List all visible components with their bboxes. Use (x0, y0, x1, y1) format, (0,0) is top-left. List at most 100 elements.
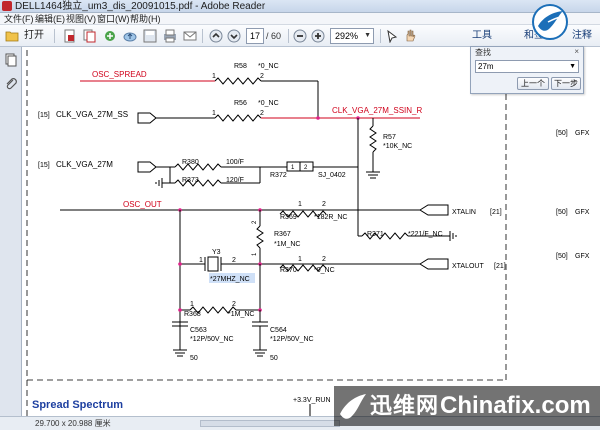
offpage-connector-xtalin (419, 204, 449, 216)
resistor-r56 (214, 114, 262, 122)
ref-c564: C564 (270, 327, 287, 334)
ref-c563: C563 (190, 327, 207, 334)
ref-y3: Y3 (212, 249, 221, 256)
watermark-en: Chinafix.com (440, 392, 591, 419)
find-next-button[interactable]: 下一步 (551, 77, 581, 90)
toolbar: 打开 17 / 60 292% ▼ 工具 和签 (0, 25, 600, 47)
combine-pdf-icon[interactable] (82, 28, 98, 44)
print-icon[interactable] (162, 28, 178, 44)
attachments-paperclip-icon[interactable] (4, 77, 18, 91)
save-icon[interactable] (142, 28, 158, 44)
right-ref-2: [50] (556, 209, 568, 216)
value-c564: *12P/50V_NC (270, 336, 314, 343)
zoom-level-value: 292% (335, 31, 359, 41)
value-c563: *12P/50V_NC (190, 336, 234, 343)
pin-label: 1 (212, 73, 216, 80)
pin-label: 2 (232, 301, 236, 308)
watermark-cn: 迅维网 (370, 393, 440, 418)
zoom-in-icon[interactable] (310, 28, 326, 44)
email-icon[interactable] (182, 28, 198, 44)
window-title: DELL1464独立_um3_dis_20091015.pdf - Adobe … (15, 1, 266, 12)
pages-panel-icon[interactable] (4, 53, 18, 67)
page-total: / 60 (266, 31, 282, 41)
value-r370: *0_NC (314, 267, 335, 274)
pin-label: 2 (252, 220, 258, 224)
menu-window[interactable]: 窗口(W) (97, 14, 130, 24)
open-folder-icon[interactable] (4, 28, 20, 44)
right-label-1: GFX (575, 130, 590, 137)
menu-file[interactable]: 文件(F) (4, 14, 34, 24)
tools-button[interactable]: 工具 (472, 30, 492, 41)
value-r380: 100/F (226, 159, 244, 166)
net-clk-vga-27m-ssin-r: CLK_VGA_27M_SSIN_R (332, 106, 422, 115)
offpage-connector-xtalout (419, 258, 449, 270)
section-title: Spread Spectrum (32, 399, 123, 411)
right-ref-1: [50] (556, 130, 568, 137)
comment-button[interactable]: 注释 (572, 30, 592, 41)
value-r57: *10K_NC (383, 143, 412, 150)
pin-label: 1 (190, 301, 194, 308)
navigation-sidebar (0, 47, 22, 416)
ref-r57: R57 (383, 134, 396, 141)
ref-r368: R368 (184, 311, 201, 318)
next-page-icon[interactable] (226, 28, 242, 44)
zoom-level-select[interactable]: 292% ▼ (330, 28, 374, 44)
menu-help[interactable]: 帮助(H) (130, 14, 161, 24)
find-previous-button[interactable]: 上一个 (517, 77, 549, 90)
page-number-input[interactable]: 17 (246, 28, 264, 44)
ref-r56: R56 (234, 100, 247, 107)
net-osc-out: OSC_OUT (123, 200, 162, 209)
resistor-r370 (279, 264, 327, 272)
pin-label: 2 (322, 256, 326, 263)
pageref-xtalin: [21] (490, 209, 502, 216)
zoom-out-icon[interactable] (292, 28, 308, 44)
chevron-down-icon[interactable]: ▼ (569, 63, 576, 70)
previous-page-icon[interactable] (208, 28, 224, 44)
ref-r369: R369 (280, 214, 297, 221)
pin-label: 2 (304, 165, 308, 171)
resistor-r373 (174, 179, 222, 187)
offpage-connector-clk (137, 161, 157, 173)
open-button[interactable]: 打开 (24, 30, 44, 41)
right-label-3: GFX (575, 253, 590, 260)
menu-bar: 文件(F) 编辑(E) 视图(V) 窗口(W) 帮助(H) (0, 13, 600, 25)
value-r372: SJ_0402 (318, 172, 346, 179)
menu-view[interactable]: 视图(V) (66, 14, 96, 24)
horizontal-scrollbar[interactable] (200, 420, 340, 427)
pin-label: 1 (199, 257, 203, 264)
value-r373: 120/F (226, 177, 244, 184)
close-icon[interactable]: × (574, 47, 579, 56)
pin-label: 2 (232, 257, 236, 264)
ref-r367: R367 (274, 231, 291, 238)
value-r56: *0_NC (258, 100, 279, 107)
pin-label: 1 (298, 256, 302, 263)
adobe-reader-icon (2, 1, 12, 11)
pageref-xtalout: [21] (494, 263, 506, 270)
value-r368: *1M_NC (228, 311, 254, 318)
junction-dot (178, 262, 182, 266)
pin-label: 1 (212, 110, 216, 117)
menu-edit[interactable]: 编辑(E) (35, 14, 65, 24)
ref-r371: R371 (367, 231, 384, 238)
hand-tool-icon[interactable] (402, 28, 418, 44)
find-input[interactable]: 27m ▼ (475, 60, 579, 73)
page-size: 29.700 x 20.988 厘米 (35, 419, 111, 428)
resistor-r367 (256, 225, 264, 249)
junction-dot (316, 116, 320, 120)
net-power: +3.3V_RUN (293, 397, 331, 404)
resistor-r380 (174, 163, 222, 171)
select-tool-icon[interactable] (384, 28, 400, 44)
document-view[interactable]: OSC_SPREAD R58 *0_NC 1 2 [15] CLK_VGA_27… (22, 47, 600, 416)
upload-cloud-icon[interactable] (122, 28, 138, 44)
toolbar-divider (54, 29, 55, 43)
pin-label: 2 (260, 73, 264, 80)
junction-dot (178, 308, 182, 312)
forum-logo (530, 2, 570, 42)
net-clk-vga-27m: CLK_VGA_27M (56, 160, 113, 169)
pin-label: 1 (298, 201, 302, 208)
ref-r58: R58 (234, 63, 247, 70)
share-icon[interactable] (102, 28, 118, 44)
create-pdf-icon[interactable] (62, 28, 78, 44)
resistor-r57 (369, 125, 377, 153)
find-title: 查找 (475, 48, 491, 57)
